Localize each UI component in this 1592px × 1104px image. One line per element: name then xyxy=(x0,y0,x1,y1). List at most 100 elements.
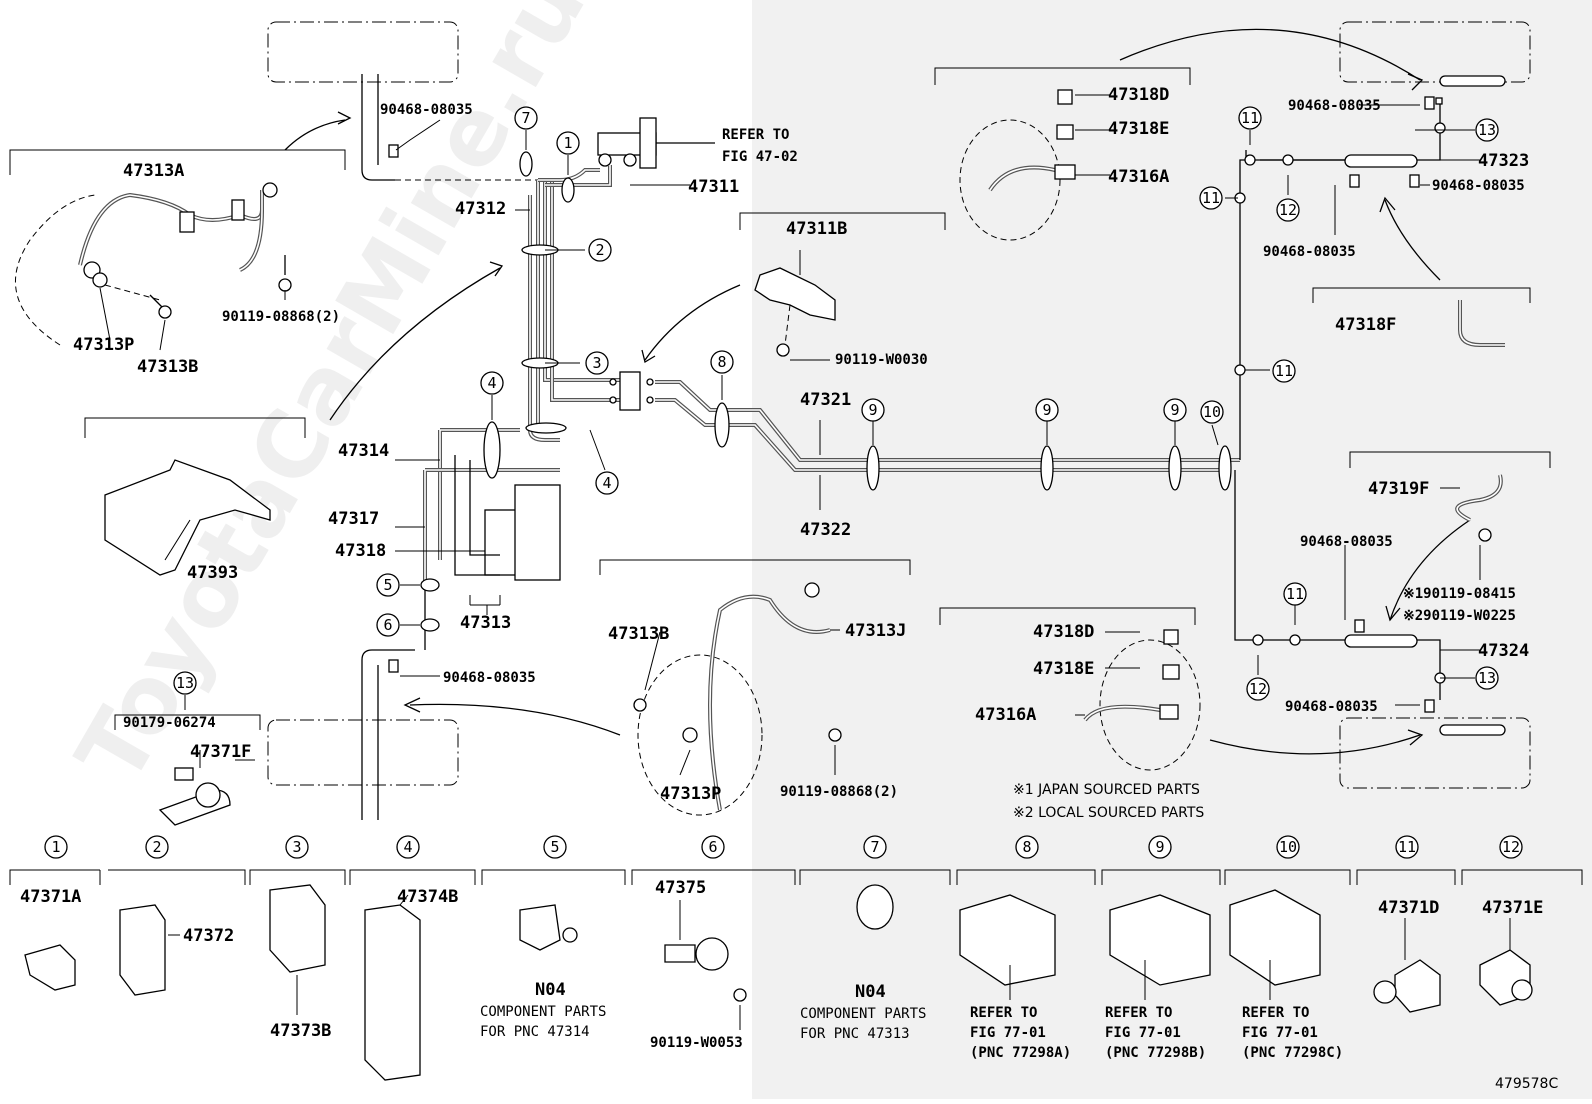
legend-part-9: REFER TO xyxy=(1105,1005,1172,1021)
callout-47319f: 47319F xyxy=(1368,479,1429,499)
callout-47321: 47321 xyxy=(800,390,851,410)
svg-text:2: 2 xyxy=(595,241,604,259)
callout-90468-08035-c: 90468-08035 xyxy=(1288,98,1381,114)
callout-47322: 47322 xyxy=(800,520,851,540)
callout-47371f: 47371F xyxy=(190,742,251,762)
callout-90468-08035-g: 90468-08035 xyxy=(1285,699,1378,715)
legend-part-8: REFER TO xyxy=(970,1005,1037,1021)
svg-text:6: 6 xyxy=(383,616,392,634)
bracket-part-47393 xyxy=(104,459,271,576)
bracket-47318-top xyxy=(934,67,1191,85)
circled-numbers: 7 1 2 3 4 4 5 6 8 9 9 9 10 11 11 11 11 1… xyxy=(173,106,1499,701)
washer-47313p xyxy=(92,272,108,288)
vehicle-outline-left xyxy=(267,719,459,786)
svg-text:1: 1 xyxy=(563,134,572,152)
callout-90119-w0030: 90119-W0030 xyxy=(835,352,928,368)
bolt-90119-08868 xyxy=(278,278,292,292)
svg-text:11: 11 xyxy=(1286,585,1304,603)
callout-47313b: 47313B xyxy=(137,357,198,377)
bracket-47318f xyxy=(1312,287,1531,303)
callout-47323: 47323 xyxy=(1478,151,1529,171)
bracket-47319f xyxy=(1349,451,1551,468)
callout-47311: 47311 xyxy=(688,177,739,197)
callout-47312: 47312 xyxy=(455,199,506,219)
callout-90468-08035: 90468-08035 xyxy=(380,102,473,118)
callout-47313b-b: 47313B xyxy=(608,624,669,644)
legend-desc-7b: FOR PNC 47313 xyxy=(800,1026,910,1042)
svg-text:9: 9 xyxy=(1155,838,1164,856)
svg-text:13: 13 xyxy=(1478,669,1496,687)
svg-text:5: 5 xyxy=(383,576,392,594)
svg-text:11: 11 xyxy=(1202,189,1220,207)
callout-47316a-b: 47316A xyxy=(975,705,1036,725)
callout-47318d: 47318D xyxy=(1108,85,1169,105)
bracket-part-47311b xyxy=(754,267,836,321)
legend-part-6: 47375 xyxy=(655,878,706,898)
callout-47316a: 47316A xyxy=(1108,167,1169,187)
svg-text:3: 3 xyxy=(292,838,301,856)
svg-text:4: 4 xyxy=(487,374,496,392)
svg-text:6: 6 xyxy=(708,838,717,856)
legend-part-7: N04 xyxy=(855,982,886,1002)
callout-90468-08035-d: 90468-08035 xyxy=(1432,178,1525,194)
svg-text:7: 7 xyxy=(521,109,530,127)
legend-desc-5b: FOR PNC 47314 xyxy=(480,1024,590,1040)
legend-part-4: 47374B xyxy=(397,887,458,907)
shaded-region xyxy=(752,0,1592,845)
legend-part-1: 47371A xyxy=(20,887,81,907)
svg-text:11: 11 xyxy=(1241,109,1259,127)
legend-desc-7a: COMPONENT PARTS xyxy=(800,1006,926,1022)
callout-90119-08868: 90119-08868(2) xyxy=(222,309,340,325)
svg-text:9: 9 xyxy=(1042,401,1051,419)
svg-text:1: 1 xyxy=(51,838,60,856)
legend-part-10: REFER TO xyxy=(1242,1005,1309,1021)
bracket-47371f xyxy=(114,714,261,730)
flex-hose-47323 xyxy=(1344,154,1418,168)
note-japan: ※1 JAPAN SOURCED PARTS xyxy=(1013,782,1200,798)
svg-text:10: 10 xyxy=(1203,403,1221,421)
legend-desc-10b: (PNC 77298C) xyxy=(1242,1045,1343,1061)
callout-47313j: 47313J xyxy=(845,621,906,641)
callout-47313p-b: 47313P xyxy=(660,784,721,804)
svg-text:12: 12 xyxy=(1502,838,1520,856)
svg-text:12: 12 xyxy=(1279,201,1297,219)
callout-47318: 47318 xyxy=(335,541,386,561)
callout-47314: 47314 xyxy=(338,441,389,461)
vehicle-outline-top-right xyxy=(1339,21,1531,83)
bracket-47313j xyxy=(599,559,911,575)
svg-text:4: 4 xyxy=(403,838,412,856)
clip-90468 xyxy=(388,144,399,158)
refer-line2: FIG 47-02 xyxy=(722,149,798,165)
callout-90179-06274: 90179-06274 xyxy=(123,715,216,731)
callout-90119-w0225: ※290119-W0225 xyxy=(1403,608,1516,624)
callout-47317: 47317 xyxy=(328,509,379,529)
callout-47318f: 47318F xyxy=(1335,315,1396,335)
svg-text:11: 11 xyxy=(1275,362,1293,380)
svg-text:7: 7 xyxy=(870,838,879,856)
svg-text:8: 8 xyxy=(717,353,726,371)
legend-part-5: N04 xyxy=(535,980,566,1000)
callout-labels: 47313A 47313P 47313B 90119-08868(2) 9046… xyxy=(73,85,1529,821)
legend-desc-9a: FIG 77-01 xyxy=(1105,1025,1181,1041)
legend-desc-6: 90119-W0053 xyxy=(650,1035,743,1051)
tube-end-top xyxy=(361,74,395,181)
callout-90468-08035-b: 90468-08035 xyxy=(443,670,536,686)
legend-desc-8b: (PNC 77298A) xyxy=(970,1045,1071,1061)
bracket-47313a xyxy=(9,149,346,175)
bolt-47313b xyxy=(158,305,172,319)
callout-47313: 47313 xyxy=(460,613,511,633)
callout-90119-08415: ※190119-08415 xyxy=(1403,586,1516,602)
svg-text:11: 11 xyxy=(1398,838,1416,856)
legend-part-2: 47372 xyxy=(183,926,234,946)
bracket-47311b xyxy=(739,212,946,230)
legend-desc-8a: FIG 77-01 xyxy=(970,1025,1046,1041)
bracket-47316a xyxy=(939,607,1196,625)
callout-47313p: 47313P xyxy=(73,335,134,355)
svg-text:9: 9 xyxy=(868,401,877,419)
svg-text:10: 10 xyxy=(1279,838,1297,856)
svg-text:3: 3 xyxy=(592,354,601,372)
svg-text:12: 12 xyxy=(1249,680,1267,698)
legend-part-11: 47371D xyxy=(1378,898,1439,918)
svg-text:13: 13 xyxy=(1478,121,1496,139)
